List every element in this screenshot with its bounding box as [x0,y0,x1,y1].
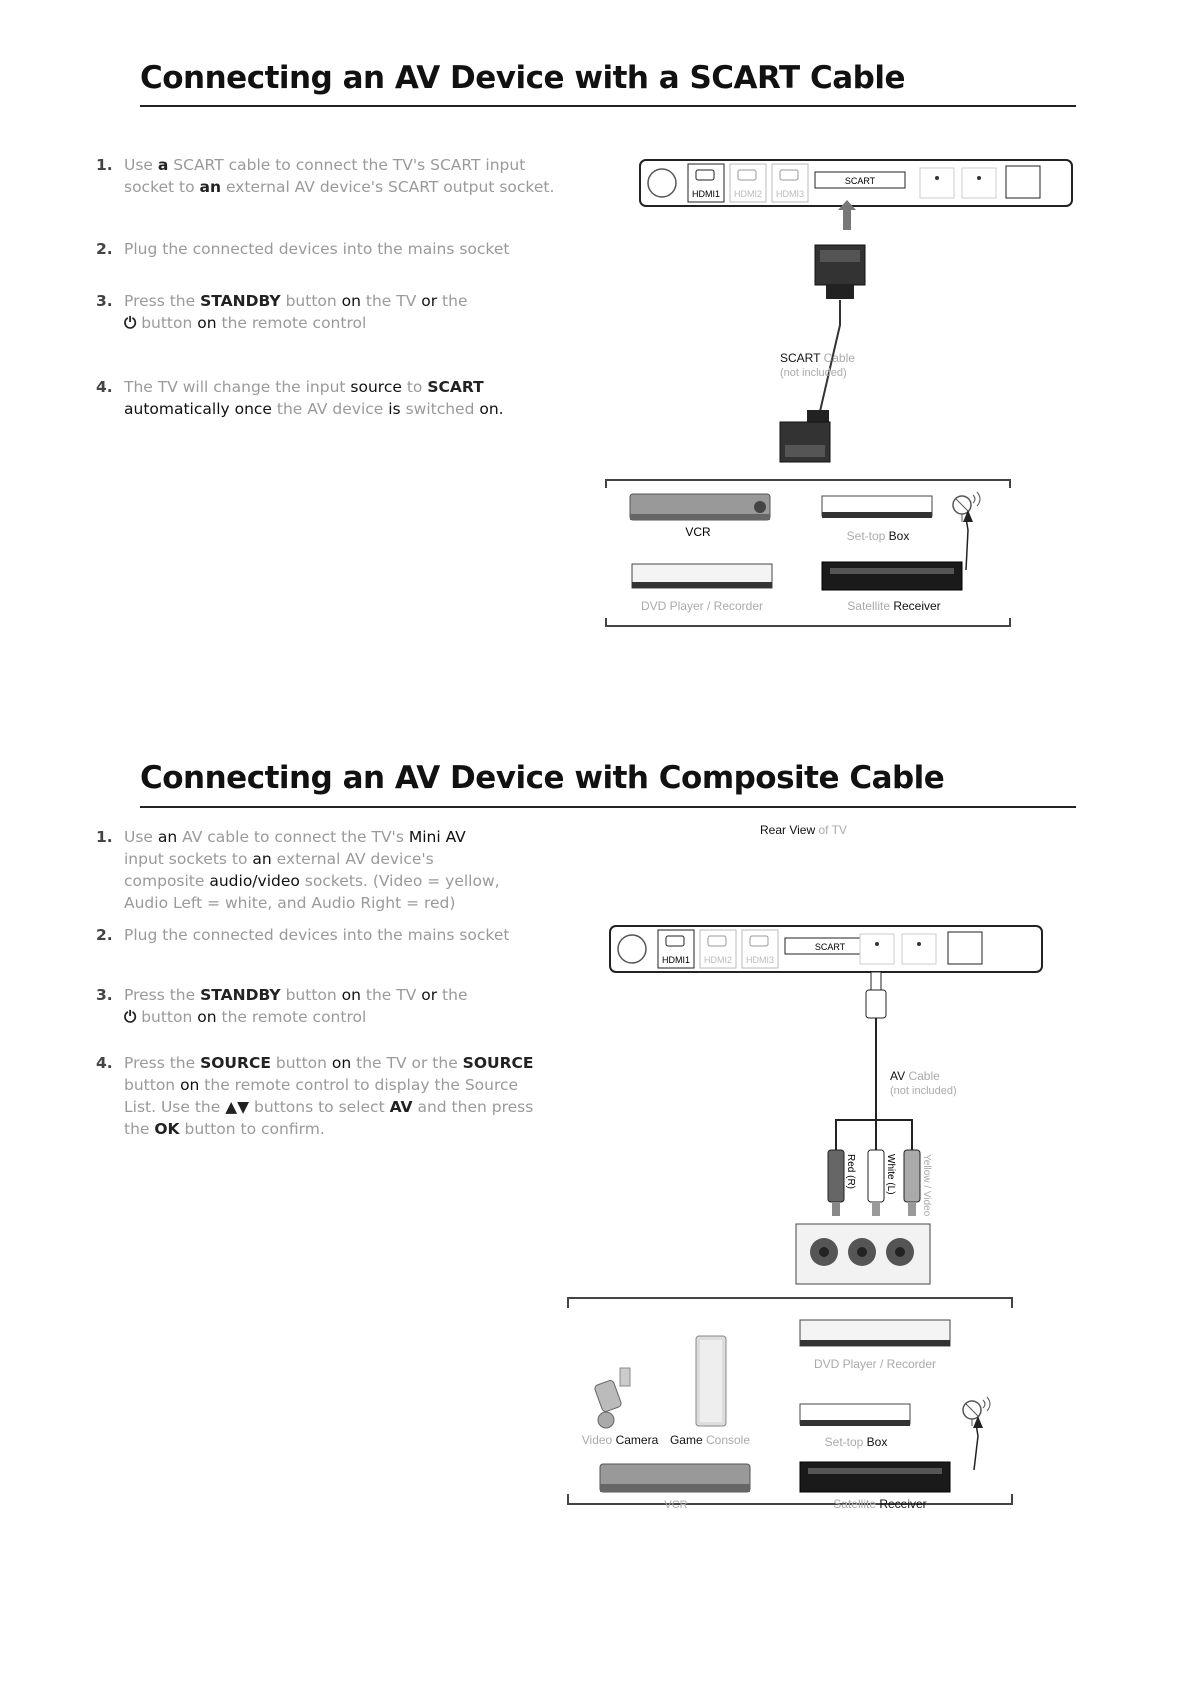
satellite-receiver-device [821,561,963,591]
dvd-label: DVD Player / Recorder [814,1357,936,1371]
rca-plug-yellow [903,1149,921,1216]
step-text: Plug the connected devices into the main… [124,240,510,258]
device-av-sockets [795,1223,931,1285]
scart-cable-label: SCART Cable [780,351,855,365]
port-label: SCART [815,942,846,952]
game-console-label: Game Console [670,1433,750,1447]
settop-box-device [821,495,933,518]
port-label: HDMI1 [662,955,690,965]
tv-rear-panel: HDMI1 HDMI2 HDMI3 SCART [639,159,1073,207]
section2-title: Connecting an AV Device with Composite C… [140,760,945,796]
vcr-device [629,493,771,521]
scart-plug-bottom [779,410,831,463]
satellite-receiver-label: Satellite Receiver [847,599,940,613]
step-number: 4. [96,1054,113,1072]
av-cable-label: AV Cable [890,1069,940,1083]
satellite-receiver-label: Satellite Receiver [833,1497,926,1511]
vcr-device [599,1463,751,1493]
rear-view-label: Rear View of TV [760,823,847,837]
white-plug-label: White (L) [885,1154,896,1195]
yellow-plug-label: Yellow / Video [921,1154,932,1217]
settop-box-label: Set-top Box [825,1435,888,1449]
section2-rule [140,806,1076,808]
rca-plug-red [827,1149,845,1216]
dvd-device [799,1319,951,1347]
mini-av-port [859,933,895,965]
scart-plug-top [814,244,866,299]
scart-cable-note: (not included) [780,367,847,379]
section1-title: Connecting an AV Device with a SCART Cab… [140,60,905,96]
power-icon: ⏻ [124,314,137,332]
step-text: Press the STANDBY button on the TV or th… [124,292,468,332]
red-plug-label: Red (R) [845,1154,856,1189]
satellite-dish-icon [962,1396,991,1426]
composite-connection-diagram: Rear View of TV HDMI1 HDMI2 HDMI3 SCART … [567,823,1043,1511]
up-down-arrow-icon: ▲▼ [225,1098,250,1116]
step-number: 3. [96,292,113,310]
step-text: Use a SCART cable to connect the TV's SC… [124,156,555,196]
scart-port [814,171,906,189]
step-number: 3. [96,986,113,1004]
port-label: HDMI2 [734,189,762,199]
game-console-icon [695,1335,727,1427]
satellite-receiver-device [799,1461,951,1493]
step-number: 1. [96,156,113,174]
satellite-dish-icon [952,491,981,522]
power-socket-icon [647,168,677,198]
scart-cable [817,300,841,421]
step-number: 2. [96,926,113,944]
mini-av-plug [865,971,887,1019]
step-number: 2. [96,240,113,258]
step-text: Use an AV cable to connect the TV's Mini… [124,828,500,912]
up-arrow-icon [838,200,856,230]
step-text: Plug the connected devices into the main… [124,926,510,944]
port-label: HDMI3 [776,189,804,199]
vcr-label: VCR [664,1499,687,1511]
settop-box-device [799,1403,911,1426]
step-text: The TV will change the input source to S… [124,378,504,418]
dvd-label: DVD Player / Recorder [641,599,763,613]
port-label: HDMI3 [746,955,774,965]
dvd-device [631,563,773,589]
step-number: 1. [96,828,113,846]
scart-connection-diagram: HDMI1 HDMI2 HDMI3 SCART SCART Cable (not… [605,159,1073,627]
rca-plug-white [867,1149,885,1216]
vcr-label: VCR [685,525,711,539]
port-label: HDMI1 [692,189,720,199]
av-cable-note: (not included) [890,1085,957,1097]
port-label: HDMI2 [704,955,732,965]
tv-rear-panel: HDMI1 HDMI2 HDMI3 SCART [609,925,1043,973]
settop-box-label: Set-top Box [847,529,910,543]
port-label: SCART [845,176,876,186]
section1-rule [140,105,1076,107]
power-icon: ⏻ [124,1008,137,1026]
video-camera-label: Video Camera [582,1433,659,1447]
step-text: Press the STANDBY button on the TV or th… [124,986,468,1026]
power-socket-icon [617,934,647,964]
step-number: 4. [96,378,113,396]
step-text: Press the SOURCE button on the TV or the… [124,1054,534,1138]
video-camera-icon [594,1367,631,1429]
